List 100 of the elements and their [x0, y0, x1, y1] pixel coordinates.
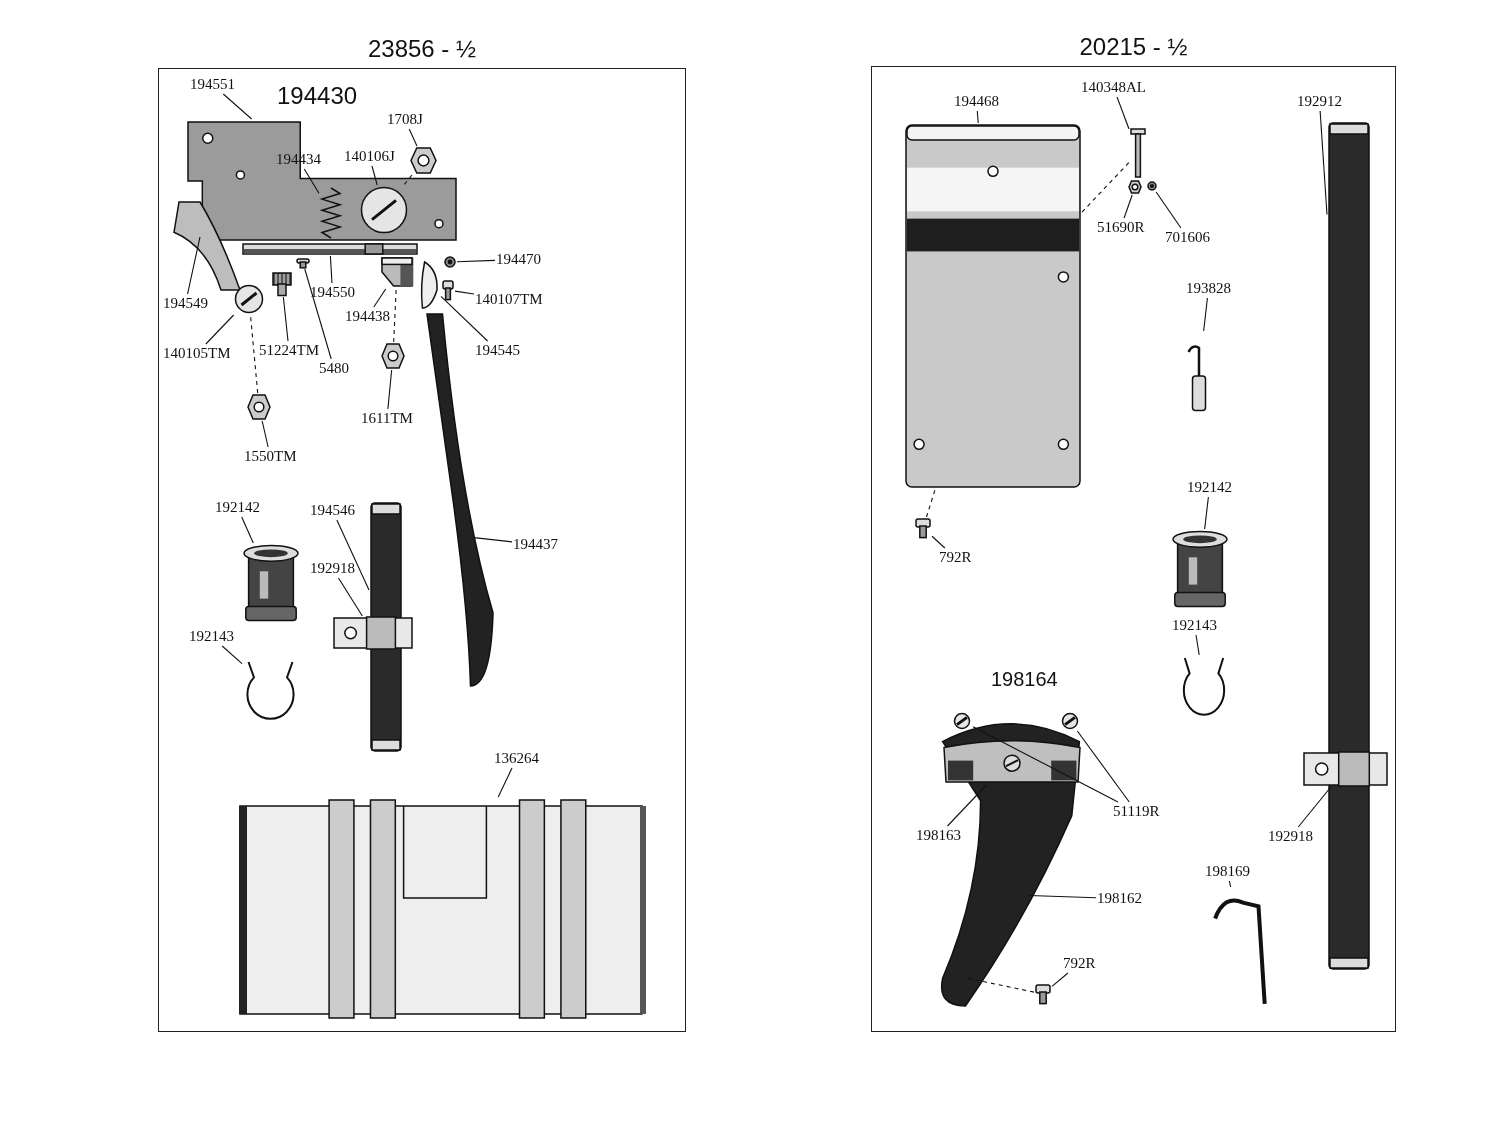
leader-line — [454, 290, 475, 295]
hex-nut-drawing — [1128, 180, 1142, 194]
part-number: 140107TM — [475, 291, 543, 308]
assembly-line — [925, 488, 936, 518]
leader-line — [221, 645, 243, 665]
screw-drawing — [952, 712, 972, 730]
part-number: 194551 — [190, 76, 235, 93]
part-number: 140106J — [344, 148, 395, 165]
hex-nut-drawing — [410, 147, 437, 174]
hex-nut-drawing — [247, 394, 271, 420]
part-number: 194438 — [345, 308, 390, 325]
part-number: 792R — [1063, 955, 1096, 972]
clamp-drawing — [333, 617, 413, 649]
part-number: 194545 — [475, 342, 520, 359]
part-number: 198169 — [1205, 863, 1250, 880]
assembly-line — [249, 314, 259, 394]
part-number: 792R — [939, 549, 972, 566]
part-number: 194546 — [310, 502, 355, 519]
part-number: 192142 — [215, 499, 260, 516]
leader-line — [1116, 96, 1130, 130]
thumb-screw-drawing — [272, 272, 292, 296]
bushing-drawing — [243, 544, 299, 622]
tube-drawing — [1328, 122, 1370, 970]
leader-line — [946, 784, 987, 827]
part-number: 194468 — [954, 93, 999, 110]
screw-drawing — [360, 186, 408, 234]
leader-line — [387, 369, 393, 410]
leader-line — [241, 516, 254, 544]
part-number: 194549 — [163, 295, 208, 312]
leader-line — [497, 767, 513, 798]
spring-clip-drawing — [243, 660, 298, 718]
part-number: 192918 — [310, 560, 355, 577]
leader-line — [931, 535, 946, 549]
leader-line — [1319, 110, 1328, 216]
clamp-drawing — [1303, 752, 1388, 786]
assembly-line — [1081, 161, 1130, 213]
leader-line — [336, 519, 370, 591]
assembly-line — [393, 288, 397, 343]
pin-drawing — [1146, 181, 1158, 191]
leader-line — [261, 420, 269, 448]
hex-nut-drawing — [381, 343, 405, 369]
part-number: 5480 — [319, 360, 349, 377]
screw-drawing — [234, 284, 264, 314]
leader-line — [440, 295, 489, 342]
leader-line — [371, 165, 378, 186]
part-number: 192912 — [1297, 93, 1342, 110]
bolt-drawing — [1130, 128, 1146, 178]
leader-line — [187, 236, 201, 295]
part-number: 192918 — [1268, 828, 1313, 845]
lever-drawing — [172, 200, 242, 292]
part-number: 192142 — [1187, 479, 1232, 496]
leader-line — [304, 268, 332, 360]
rod-drawing — [242, 243, 418, 255]
leader-line — [1195, 634, 1200, 656]
plate-drawing — [905, 124, 1081, 488]
leader-line — [1123, 194, 1133, 219]
part-number: 51690R — [1097, 219, 1145, 236]
part-number: 198163 — [916, 827, 961, 844]
part-number: 192143 — [189, 628, 234, 645]
small-screw-drawing — [442, 280, 454, 300]
part-number: 51224TM — [259, 342, 319, 359]
block-drawing — [380, 256, 414, 288]
part-number: 1611TM — [361, 410, 413, 427]
small-screw-drawing — [915, 518, 931, 538]
spring-clip-drawing — [1180, 656, 1228, 714]
part-number: 140348AL — [1081, 79, 1146, 96]
part-number: 194470 — [496, 251, 541, 268]
leader-line — [473, 537, 513, 543]
part-number: 51119R — [1113, 803, 1160, 820]
part-number: 193828 — [1186, 280, 1231, 297]
leader-line — [222, 93, 253, 120]
part-number: 1708J — [387, 111, 423, 128]
link-drawing — [418, 260, 440, 310]
leader-line — [1051, 972, 1069, 987]
part-number: 198162 — [1097, 890, 1142, 907]
part-number: 701606 — [1165, 229, 1210, 246]
leader-line — [972, 726, 1119, 803]
leader-line — [1028, 894, 1097, 899]
leader-line — [337, 577, 363, 617]
part-number: 192143 — [1172, 617, 1217, 634]
part-number: 140105TM — [163, 345, 231, 362]
part-number: 136264 — [494, 750, 539, 767]
assembly-number: 198164 — [991, 669, 1058, 689]
leader-line — [373, 288, 387, 308]
assembly-number: 194430 — [277, 84, 358, 108]
leader-line — [976, 110, 979, 124]
screw-drawing — [1060, 712, 1080, 730]
leader-line — [282, 296, 289, 342]
leader-line — [1076, 730, 1130, 803]
leader-line — [1204, 496, 1209, 530]
part-number: 194437 — [513, 536, 558, 553]
spring-drawing — [320, 188, 342, 238]
leader-line — [303, 168, 320, 194]
leader-line — [205, 314, 235, 345]
leader-line — [1228, 880, 1232, 888]
leader-line — [408, 128, 418, 147]
panel-heading: 20215 - ½ — [1079, 33, 1188, 61]
leader-line — [456, 259, 496, 263]
leader-line — [1203, 297, 1208, 332]
assembly-line — [967, 977, 1035, 993]
